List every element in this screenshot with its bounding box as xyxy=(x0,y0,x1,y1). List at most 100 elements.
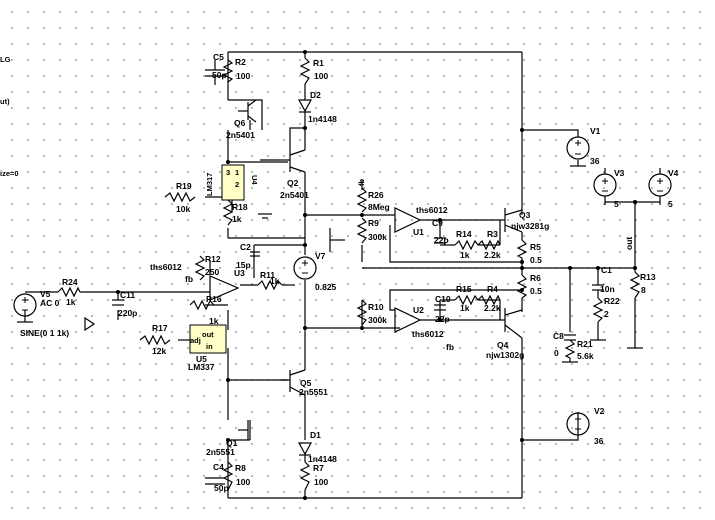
resistor-r9[interactable] xyxy=(356,217,368,244)
v7-ref: V7 xyxy=(315,251,326,261)
voltage-source-v2[interactable] xyxy=(566,412,590,436)
q3-value: njw3281g xyxy=(511,221,549,231)
resistor-r22[interactable] xyxy=(590,297,606,341)
resistor-r8[interactable] xyxy=(222,461,234,491)
r11-value: 1k xyxy=(270,276,280,286)
r9-ref: R9 xyxy=(368,218,379,228)
resistor-r24[interactable] xyxy=(57,286,81,298)
q4-value: njw1302g xyxy=(486,350,524,360)
resistor-r6[interactable] xyxy=(516,274,528,299)
resistor-r14[interactable] xyxy=(454,239,479,251)
c1-value: 10n xyxy=(600,284,615,294)
c2-ref: C2 xyxy=(240,242,251,252)
diode-d1[interactable] xyxy=(297,442,313,456)
capacitor-c2[interactable] xyxy=(250,251,260,257)
v5-value: AC 0 xyxy=(40,298,60,308)
c9-ref: C9 xyxy=(432,218,443,228)
capacitor-c1[interactable] xyxy=(592,284,604,291)
voltage-source-v7[interactable] xyxy=(293,256,317,280)
r24-ref: R24 xyxy=(62,277,78,287)
c11-value: 220p xyxy=(118,308,137,318)
resistor-r7[interactable] xyxy=(299,461,311,491)
resistor-r21[interactable] xyxy=(564,339,576,359)
transistor-q1[interactable] xyxy=(238,420,249,440)
resistor-r2[interactable] xyxy=(222,59,234,83)
regulator-u4[interactable] xyxy=(221,164,245,201)
opamp-u2[interactable] xyxy=(394,307,422,333)
resistor-r17[interactable] xyxy=(139,334,171,346)
c5-value: 50p xyxy=(212,70,227,80)
u5-ref: U5 xyxy=(196,354,207,364)
diode-d2[interactable] xyxy=(297,99,313,113)
v3-ref: V3 xyxy=(614,168,625,178)
ac-source-v5[interactable] xyxy=(13,293,37,323)
r15-ref: R15 xyxy=(456,284,472,294)
resistor-r19[interactable] xyxy=(164,191,196,203)
capacitor-c5[interactable] xyxy=(205,60,225,85)
r21-value: 5.6k xyxy=(577,351,594,361)
resistor-r13[interactable] xyxy=(627,271,643,349)
u4-value: LM317 xyxy=(205,173,214,196)
q6-ref: Q6 xyxy=(234,118,246,128)
r11-ref: R11 xyxy=(260,270,275,280)
r16-value: 1k xyxy=(209,316,219,326)
transistor-q5[interactable] xyxy=(280,369,306,396)
resistor-r4[interactable] xyxy=(477,294,501,306)
resistor-r3[interactable] xyxy=(477,239,501,251)
c10-ref: C10 xyxy=(435,294,451,304)
v1-ref: V1 xyxy=(590,126,601,136)
regulator-u5[interactable] xyxy=(189,324,227,354)
capacitor-c10[interactable] xyxy=(434,304,446,311)
resistor-r11[interactable] xyxy=(257,279,283,291)
c11-ref: C11 xyxy=(120,290,135,300)
d1-ref: D1 xyxy=(310,430,321,440)
edge-text-2: ut) xyxy=(0,97,10,106)
r6-value: 0.5 xyxy=(530,286,542,296)
r8-value: 100 xyxy=(236,477,250,487)
r13-value: 8 xyxy=(641,285,646,295)
r1-ref: R1 xyxy=(313,58,324,68)
resistor-r10[interactable] xyxy=(356,299,368,326)
capacitor-c11[interactable] xyxy=(112,299,124,306)
transistor-q6[interactable] xyxy=(238,99,257,123)
capacitor-c4[interactable] xyxy=(205,477,225,485)
r16-ref: R16 xyxy=(206,294,222,304)
resistor-r1[interactable] xyxy=(299,57,311,85)
resistor-r15[interactable] xyxy=(454,294,479,306)
v4-value: 5 xyxy=(668,199,673,209)
capacitor-c9[interactable] xyxy=(434,237,446,244)
voltage-source-v3[interactable] xyxy=(593,168,617,197)
voltage-source-v4[interactable] xyxy=(648,168,672,197)
r26-ref: R26 xyxy=(368,190,384,200)
v4-ref: V4 xyxy=(668,168,679,178)
transistor-q4[interactable] xyxy=(500,308,506,332)
resistor-r12[interactable] xyxy=(194,255,206,281)
resistor-r16[interactable] xyxy=(189,299,215,311)
u2-ref: U2 xyxy=(413,305,424,315)
c1-ref: C1 xyxy=(601,265,612,275)
resistor-r26[interactable] xyxy=(356,187,368,213)
r13-ref: R13 xyxy=(640,272,656,282)
edge-text-3: ize=0 xyxy=(0,169,19,178)
transistor-q2[interactable] xyxy=(280,149,306,173)
d1-value: 1n4148 xyxy=(308,454,337,464)
u5-pin-out: out xyxy=(202,330,214,339)
r2-value: 100 xyxy=(236,71,250,81)
r1-value: 100 xyxy=(314,71,328,81)
resistor-r5[interactable] xyxy=(516,239,528,259)
r5-value: 0.5 xyxy=(530,255,542,265)
ths6012-label: ths6012 xyxy=(150,262,182,272)
r10-value: 300k xyxy=(368,315,387,325)
ground-symbol xyxy=(258,213,272,219)
voltage-source-v1[interactable] xyxy=(566,136,590,167)
r4-value: 2.2k xyxy=(484,303,501,313)
r24-value: 1k xyxy=(66,297,76,307)
r12-value: 250 xyxy=(205,267,219,277)
q1-value: 2n5551 xyxy=(206,447,235,457)
transistor-q3[interactable] xyxy=(500,208,506,232)
r18-ref: R18 xyxy=(232,202,248,212)
opamp-u1[interactable] xyxy=(394,207,422,233)
opamp-u3[interactable] xyxy=(209,275,240,301)
resistor-r18[interactable] xyxy=(222,199,234,226)
